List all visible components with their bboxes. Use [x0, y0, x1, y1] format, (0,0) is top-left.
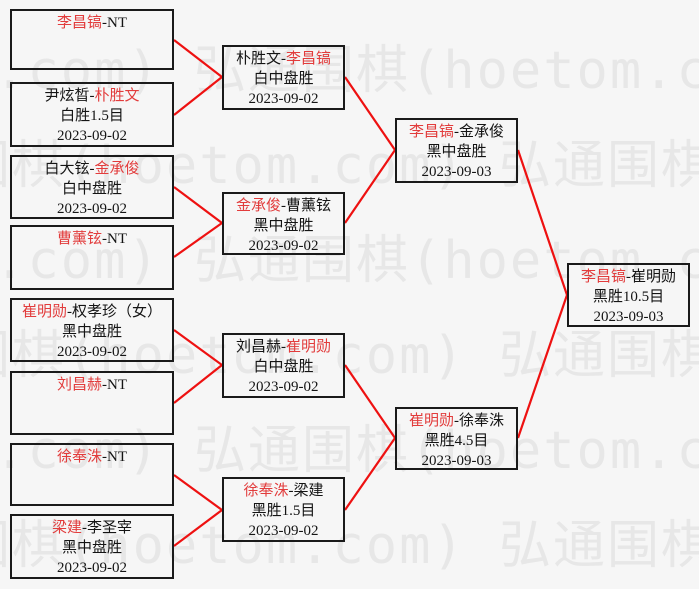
- player-name: NT: [107, 377, 127, 393]
- match-box-semifinal-1: 李昌镐-金承俊 黑中盘胜 2023-09-03: [395, 118, 518, 183]
- match-result: 白中盘胜: [61, 181, 122, 197]
- match-box-round1-4: 曹薰铉-NT: [10, 225, 174, 290]
- player-name: 金承俊: [459, 124, 505, 140]
- player-name: 朴胜文: [235, 51, 281, 67]
- match-players: 徐奉洙-NT: [12, 447, 172, 467]
- player-name: 朴胜文: [94, 88, 140, 104]
- vs-separator: -: [89, 88, 95, 104]
- match-box-round1-3: 白大铉-金承俊 白中盘胜 2023-09-02: [10, 155, 174, 219]
- player-name: NT: [107, 15, 127, 31]
- match-players: 曹薰铉-NT: [12, 229, 172, 249]
- match-box-round2-3: 刘昌赫-崔明勋 白中盘胜 2023-09-02: [222, 333, 345, 398]
- match-players: 梁建-李圣宰: [12, 518, 172, 538]
- match-players: 朴胜文-李昌镐: [224, 49, 343, 69]
- player-name: 崔明勋: [408, 413, 454, 429]
- player-name: 尹炫晳: [44, 88, 90, 104]
- match-players: 刘昌赫-崔明勋: [224, 337, 343, 357]
- match-result: 黑中盘胜: [61, 324, 122, 340]
- match-result: 白胜1.5目: [60, 108, 124, 124]
- vs-separator: -: [281, 198, 286, 214]
- match-players: 崔明勋-徐奉洙: [397, 411, 516, 431]
- match-box-semifinal-2: 崔明勋-徐奉洙 黑胜4.5目 2023-09-03: [395, 407, 518, 470]
- player-name: 刘昌赫: [56, 377, 102, 393]
- match-players: 崔明勋-权孝珍（女）: [12, 302, 172, 322]
- vs-separator: -: [102, 15, 107, 31]
- match-box-round2-4: 徐奉洙-梁建 黑胜1.5目 2023-09-02: [222, 477, 345, 542]
- match-result: 黑胜1.5目: [251, 503, 316, 519]
- match-date: 2023-09-03: [421, 164, 492, 180]
- match-box-round1-6: 刘昌赫-NT: [10, 371, 174, 435]
- player-name: NT: [107, 449, 127, 465]
- match-date: 2023-09-02: [57, 128, 127, 144]
- vs-separator: -: [102, 231, 107, 247]
- match-date: 2023-09-02: [57, 344, 127, 360]
- vs-separator: -: [281, 51, 286, 67]
- player-name: 梁建: [51, 520, 82, 536]
- player-name: 曹薰铉: [286, 198, 332, 214]
- match-players: 刘昌赫-NT: [12, 375, 172, 395]
- match-date: 2023-09-02: [57, 560, 127, 576]
- match-box-round1-8: 梁建-李圣宰 黑中盘胜 2023-09-02: [10, 514, 174, 579]
- match-date: 2023-09-02: [57, 201, 127, 217]
- match-result: 黑胜4.5目: [424, 433, 489, 449]
- player-name: 李昌镐: [286, 51, 332, 67]
- vs-separator: -: [89, 161, 95, 177]
- vs-separator: -: [102, 449, 107, 465]
- player-name: 徐奉洙: [243, 483, 289, 499]
- match-date: 2023-09-02: [248, 379, 319, 395]
- player-name: 徐奉洙: [56, 449, 102, 465]
- match-players: 尹炫晳-朴胜文: [12, 86, 172, 106]
- match-box-round1-2: 尹炫晳-朴胜文 白胜1.5目 2023-09-02: [10, 82, 174, 147]
- player-name: 崔明勋: [286, 339, 332, 355]
- player-name: 崔明勋: [21, 304, 67, 320]
- match-players: 白大铉-金承俊: [12, 159, 172, 179]
- match-date: 2023-09-02: [248, 523, 319, 539]
- vs-separator: -: [454, 124, 459, 140]
- match-players: 金承俊-曹薰铉: [224, 196, 343, 216]
- match-result: 黑中盘胜: [61, 540, 122, 556]
- match-result: 黑中盘胜: [253, 218, 314, 234]
- vs-separator: -: [82, 520, 87, 536]
- vs-separator: -: [288, 483, 294, 499]
- player-name: 曹薰铉: [56, 231, 102, 247]
- player-name: NT: [107, 231, 127, 247]
- match-players: 徐奉洙-梁建: [224, 481, 343, 501]
- player-name: 权孝珍（女）: [72, 304, 163, 320]
- match-players: 李昌镐-NT: [12, 13, 172, 33]
- match-result: 白中盘胜: [253, 359, 314, 375]
- player-name: 梁建: [293, 483, 324, 499]
- player-name: 白大铉: [44, 161, 90, 177]
- vs-separator: -: [102, 377, 107, 393]
- vs-separator: -: [626, 269, 631, 285]
- match-result: 黑胜10.5目: [592, 289, 665, 305]
- match-result: 白中盘胜: [253, 71, 314, 87]
- player-name: 崔明勋: [631, 269, 677, 285]
- vs-separator: -: [454, 413, 459, 429]
- match-box-round1-5: 崔明勋-权孝珍（女） 黑中盘胜 2023-09-02: [10, 298, 174, 362]
- player-name: 李昌镐: [408, 124, 454, 140]
- player-name: 李昌镐: [56, 15, 102, 31]
- match-date: 2023-09-03: [593, 309, 664, 325]
- match-box-round2-1: 朴胜文-李昌镐 白中盘胜 2023-09-02: [222, 45, 345, 110]
- player-name: 金承俊: [94, 161, 140, 177]
- match-box-round1-1: 李昌镐-NT: [10, 9, 174, 70]
- match-box-round1-7: 徐奉洙-NT: [10, 443, 174, 506]
- match-players: 李昌镐-金承俊: [397, 122, 516, 142]
- match-result: 黑中盘胜: [426, 144, 487, 160]
- match-players: 李昌镐-崔明勋: [569, 267, 688, 287]
- match-box-final: 李昌镐-崔明勋 黑胜10.5目 2023-09-03: [567, 263, 690, 327]
- player-name: 徐奉洙: [459, 413, 505, 429]
- vs-separator: -: [67, 304, 72, 320]
- player-name: 刘昌赫: [235, 339, 281, 355]
- match-box-round2-2: 金承俊-曹薰铉 黑中盘胜 2023-09-02: [222, 192, 345, 255]
- vs-separator: -: [281, 339, 286, 355]
- match-date: 2023-09-02: [248, 238, 319, 254]
- match-date: 2023-09-03: [421, 453, 492, 469]
- player-name: 金承俊: [235, 198, 281, 214]
- match-date: 2023-09-02: [248, 91, 319, 107]
- player-name: 李昌镐: [580, 269, 626, 285]
- player-name: 李圣宰: [87, 520, 133, 536]
